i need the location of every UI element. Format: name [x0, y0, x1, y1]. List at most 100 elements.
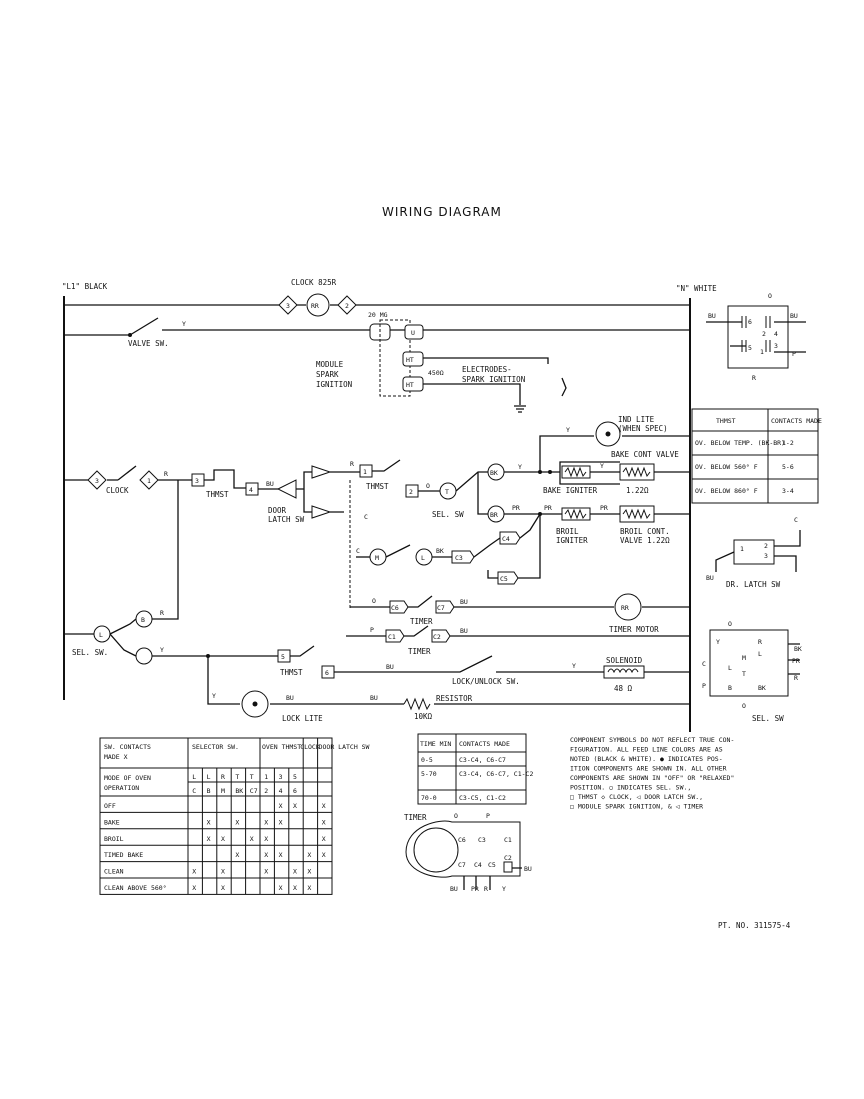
svg-text:L: L: [728, 664, 732, 672]
switch-table-frame: [99, 737, 333, 895]
switch-mark: X: [322, 818, 326, 826]
thmst-table-header: CONTACTS MADE: [771, 417, 822, 425]
switch-mark: X: [322, 835, 326, 843]
svg-text:T: T: [742, 670, 746, 678]
clock-switch-detail: [727, 305, 789, 369]
svg-text:BU: BU: [460, 627, 468, 635]
switch-code-bottom: 4: [279, 787, 283, 795]
switch-code-top: 1: [264, 773, 268, 781]
svg-text:5: 5: [748, 344, 752, 352]
switch-table-header: OVEN THMST: [262, 743, 301, 751]
note-line: FIGURATION. ALL FEED LINE COLORS ARE AS: [570, 746, 723, 754]
svg-text:1: 1: [363, 468, 367, 476]
clock-contact-3-icon: [278, 295, 298, 315]
switch-code-top: L: [207, 773, 211, 781]
svg-text:O: O: [742, 702, 746, 710]
svg-text:Y: Y: [600, 462, 604, 470]
svg-text:R: R: [350, 460, 354, 468]
thmst-table-header: THMST: [716, 417, 736, 425]
svg-text:3: 3: [95, 477, 99, 485]
switch-code-top: R: [221, 773, 225, 781]
switch-mark: X: [322, 802, 326, 810]
svg-text:4: 4: [774, 330, 778, 338]
ground-icon: [514, 377, 567, 413]
thmst-5-6-switch-icon: [290, 645, 315, 657]
svg-text:T: T: [445, 488, 449, 496]
svg-text:TIMER MOTOR: TIMER MOTOR: [609, 625, 659, 634]
svg-text:O: O: [728, 620, 732, 628]
note-line: ITION COMPONENTS ARE SHOWN IN. ALL OTHER: [570, 765, 727, 773]
switch-mark: X: [293, 868, 297, 876]
svg-text:RESISTOR: RESISTOR: [436, 694, 473, 703]
svg-text:C: C: [794, 516, 798, 524]
svg-text:M: M: [742, 654, 746, 662]
switch-code-bottom: 6: [293, 787, 297, 795]
thmst-table-cell: 5-6: [782, 463, 794, 471]
svg-text:1: 1: [740, 545, 744, 553]
switch-row-name: CLEAN: [104, 868, 124, 876]
thmst-switch-icon: [372, 459, 401, 472]
svg-text:Y: Y: [566, 426, 570, 434]
svg-text:C: C: [702, 660, 706, 668]
svg-text:L: L: [421, 554, 425, 562]
svg-text:3: 3: [286, 302, 290, 310]
svg-text:RR: RR: [621, 604, 629, 612]
svg-text:SEL. SW: SEL. SW: [752, 714, 784, 723]
clock-contact-2-icon: [337, 295, 357, 315]
svg-text:R: R: [758, 638, 762, 646]
switch-mark: X: [293, 802, 297, 810]
svg-text:BK: BK: [436, 547, 444, 555]
svg-text:HT: HT: [406, 381, 414, 389]
svg-text:SOLENOID: SOLENOID: [606, 656, 643, 665]
svg-text:C7: C7: [458, 861, 466, 869]
oven-thermostat-icon: [204, 469, 246, 489]
svg-text:Y: Y: [716, 638, 720, 646]
svg-text:PR: PR: [471, 885, 479, 893]
svg-text:2: 2: [345, 302, 349, 310]
svg-text:BU: BU: [708, 312, 716, 320]
switch-mark: X: [221, 868, 225, 876]
svg-text:C1: C1: [388, 633, 396, 641]
svg-text:C3: C3: [455, 554, 463, 562]
door-latch-switch-detail: [733, 539, 775, 565]
svg-text:C4: C4: [474, 861, 482, 869]
svg-text:DOOR: DOOR: [268, 506, 287, 515]
valve-sw-wire: [64, 329, 690, 336]
note-line: COMPONENTS ARE SHOWN IN "OFF" OR "RELAXE…: [570, 774, 734, 782]
switch-mark: X: [264, 851, 268, 859]
svg-text:2: 2: [409, 488, 413, 496]
switch-mark: X: [264, 868, 268, 876]
svg-text:BK: BK: [490, 469, 498, 477]
svg-text:BU: BU: [706, 574, 714, 582]
svg-text:THMST: THMST: [366, 482, 389, 491]
svg-text:R: R: [160, 609, 164, 617]
svg-text:Y: Y: [572, 662, 576, 670]
part-number: PT. NO. 311575-4: [718, 921, 791, 930]
svg-text:BAKE IGNITER: BAKE IGNITER: [543, 486, 598, 495]
svg-text:PR: PR: [600, 504, 608, 512]
svg-text:B: B: [728, 684, 732, 692]
timer-c2-icon: [431, 629, 451, 643]
svg-text:B: B: [141, 616, 145, 624]
timer-table-cell: 70-0: [421, 794, 437, 802]
svg-text:L: L: [99, 631, 103, 639]
timer-table-cell: C3-C5, C1-C2: [459, 794, 506, 802]
svg-text:BU: BU: [450, 885, 458, 893]
svg-text:48 Ω: 48 Ω: [614, 684, 633, 693]
svg-text:3: 3: [764, 552, 768, 560]
thmst-table-cell: OV. BELOW 560° F: [695, 463, 758, 471]
notes-block: COMPONENT SYMBOLS DO NOT REFLECT TRUE CO…: [570, 736, 734, 811]
svg-text:ELECTRODES-: ELECTRODES-: [462, 365, 512, 374]
svg-text:Y: Y: [212, 692, 216, 700]
svg-text:O: O: [768, 292, 772, 300]
svg-text:BU: BU: [460, 598, 468, 606]
switch-row-name: BROIL: [104, 835, 124, 843]
svg-text:R: R: [164, 470, 168, 478]
svg-text:(WHEN SPEC): (WHEN SPEC): [618, 424, 668, 433]
timer-c7-icon: [435, 600, 455, 614]
switch-mark: X: [279, 818, 283, 826]
svg-text:HT: HT: [406, 356, 414, 364]
svg-text:C: C: [356, 547, 360, 555]
door-latch-arrow-icon: [276, 479, 297, 499]
svg-text:Y: Y: [182, 320, 186, 328]
